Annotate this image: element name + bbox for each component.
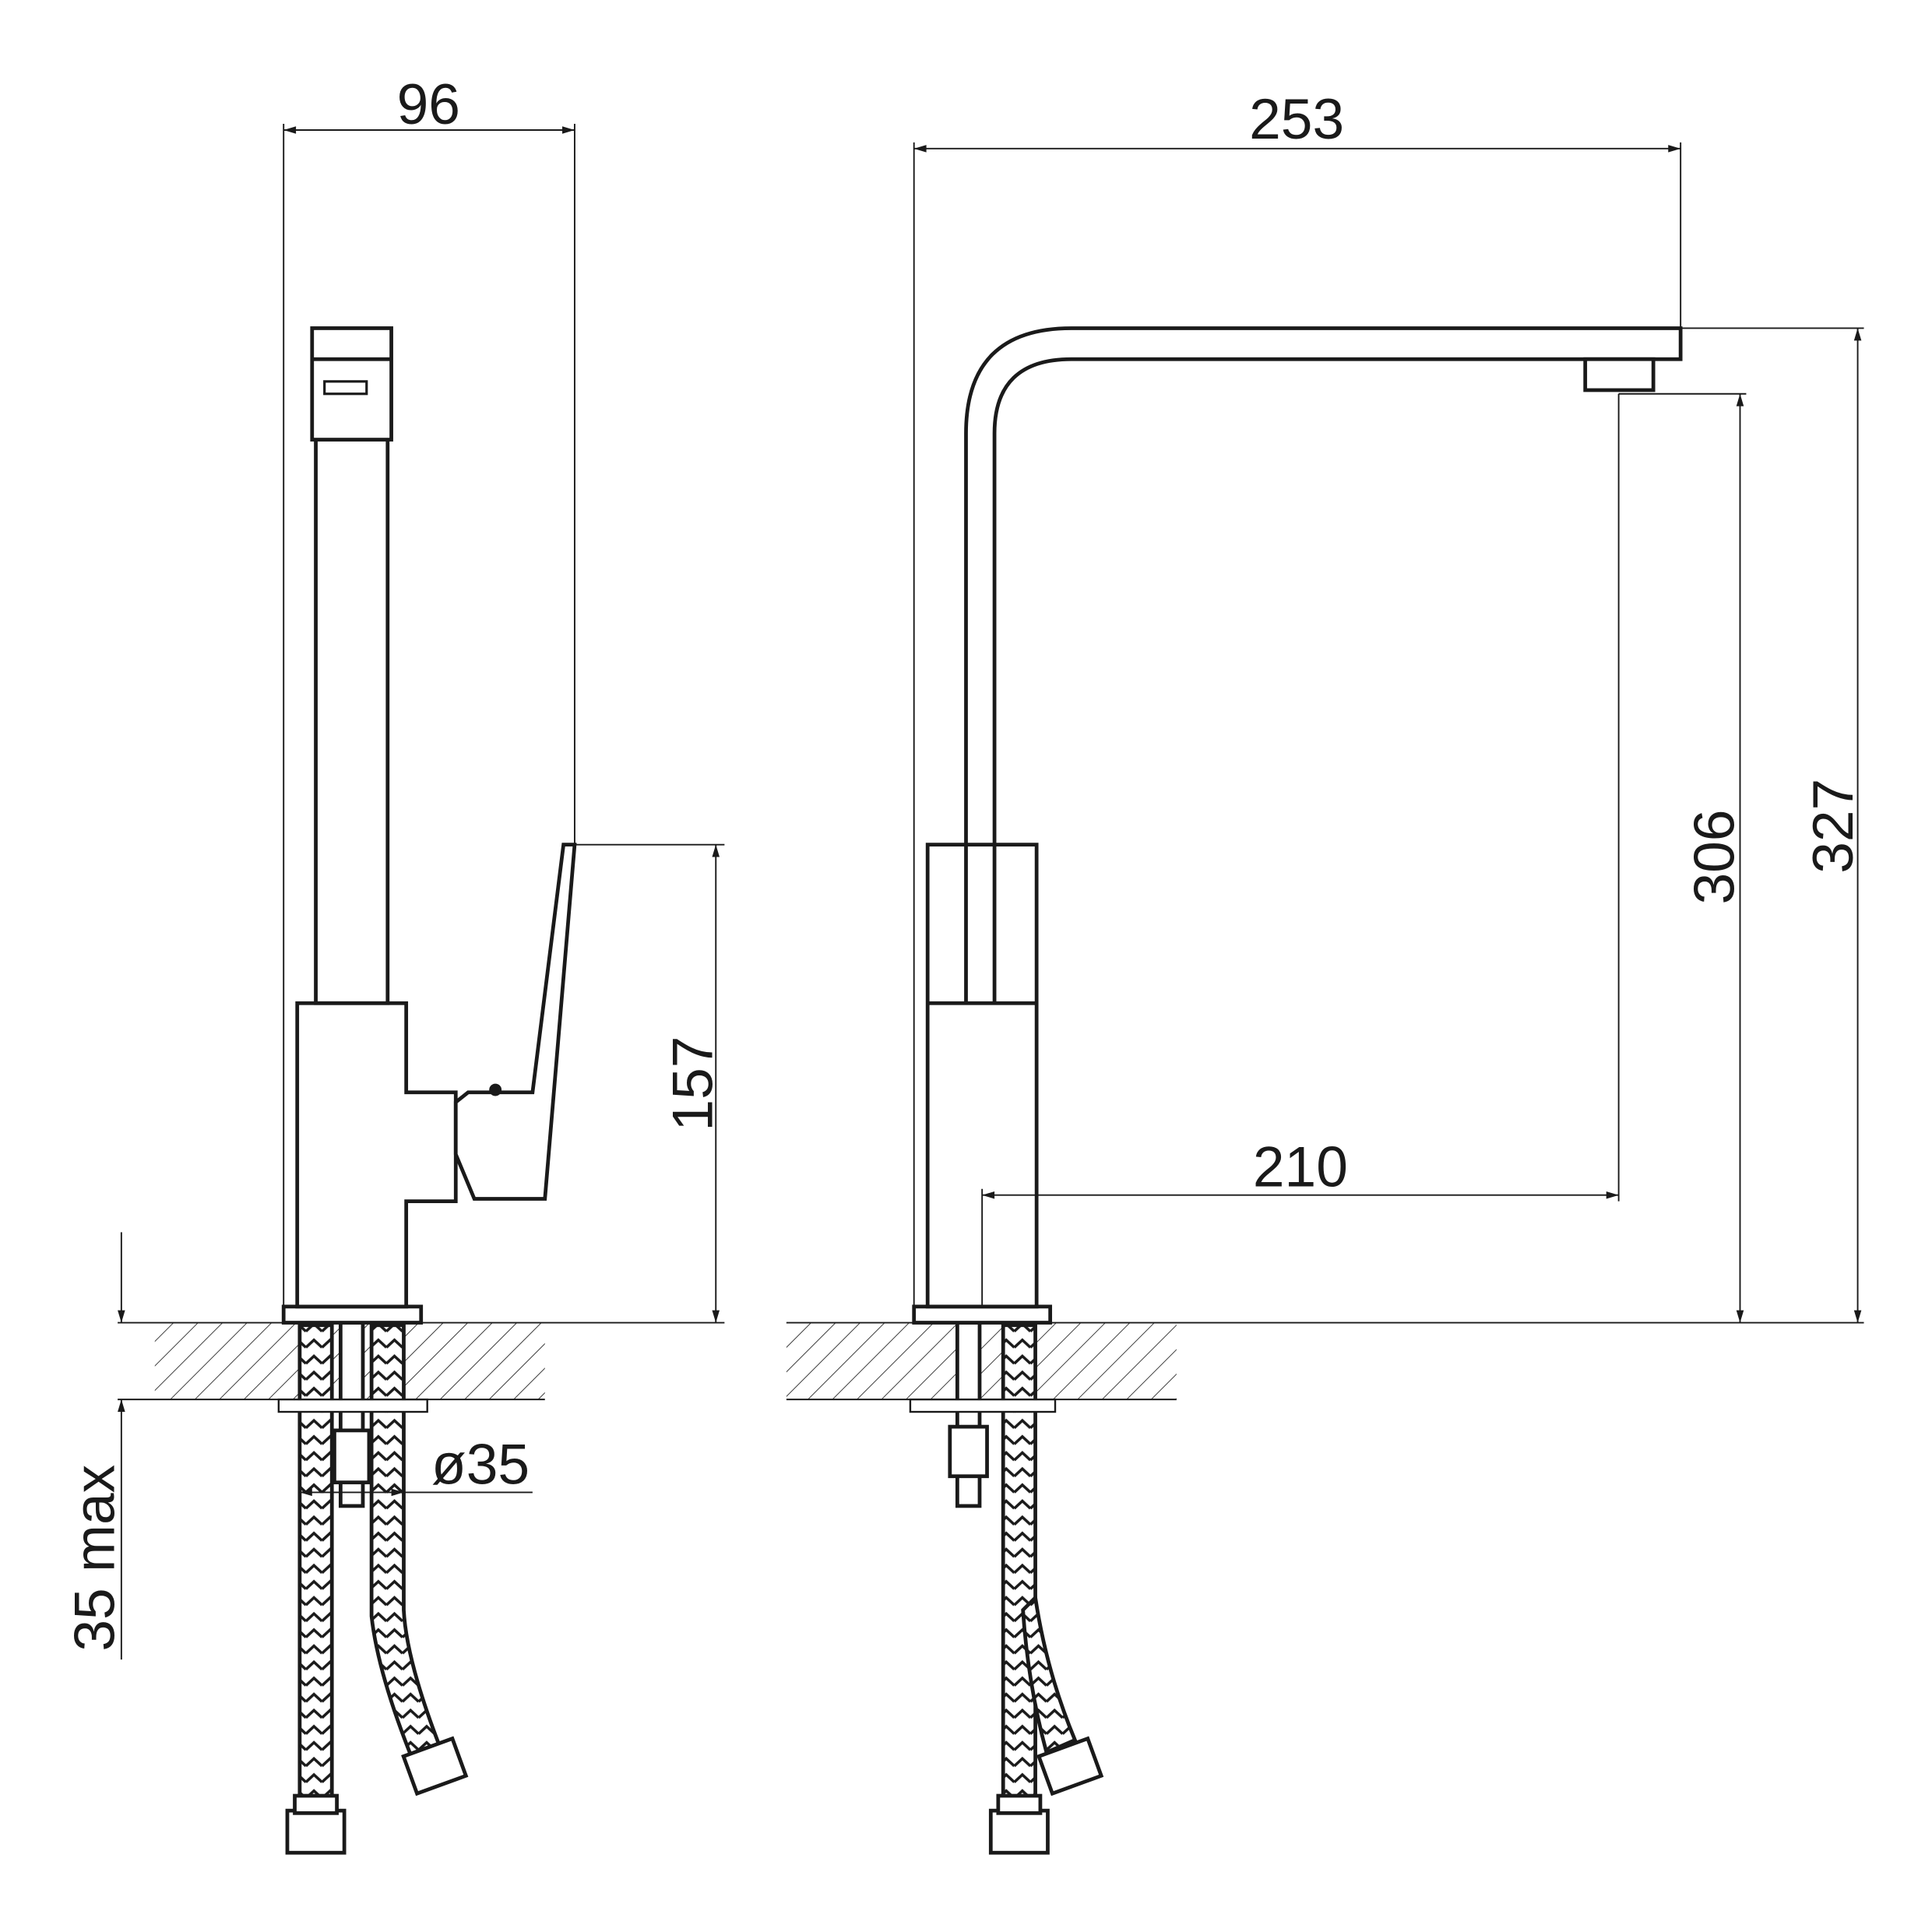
dimension-label-253: 253 xyxy=(1249,87,1344,151)
dimension-label-diameter: ø35 xyxy=(431,1432,530,1496)
spout xyxy=(964,326,1683,1004)
dimension-label-306: 306 xyxy=(1683,810,1747,905)
hose-ferrule xyxy=(293,1793,339,1815)
washer xyxy=(277,1398,428,1413)
spout-stem xyxy=(314,434,390,1005)
base-plate xyxy=(281,1304,424,1325)
hose-nut xyxy=(1036,1736,1104,1797)
aerator xyxy=(323,380,368,396)
hose-nut xyxy=(988,1808,1050,1855)
front-view: 253 210 306 327 xyxy=(786,87,1865,1855)
lever-screw xyxy=(489,1083,502,1096)
aerator xyxy=(1583,357,1656,392)
hose-nut xyxy=(401,1736,469,1797)
mounting-stud xyxy=(955,1321,982,1508)
hose-ferrule xyxy=(996,1793,1043,1815)
body xyxy=(295,1001,458,1309)
dimension-label-157: 157 xyxy=(660,1036,724,1131)
dimension-label-327: 327 xyxy=(1801,779,1865,874)
washer xyxy=(909,1398,1057,1413)
dimension-label-35max: 35 max xyxy=(62,1465,126,1652)
lever-handle xyxy=(453,843,577,1201)
hose-nut xyxy=(285,1808,347,1855)
stud-nut xyxy=(948,1424,989,1479)
stud-nut xyxy=(333,1428,371,1485)
side-view: 96 157 35 max ø35 xyxy=(62,72,724,1855)
dimension-label-96: 96 xyxy=(397,72,460,136)
dimension-label-210: 210 xyxy=(1253,1135,1348,1199)
base-plate xyxy=(912,1304,1053,1325)
